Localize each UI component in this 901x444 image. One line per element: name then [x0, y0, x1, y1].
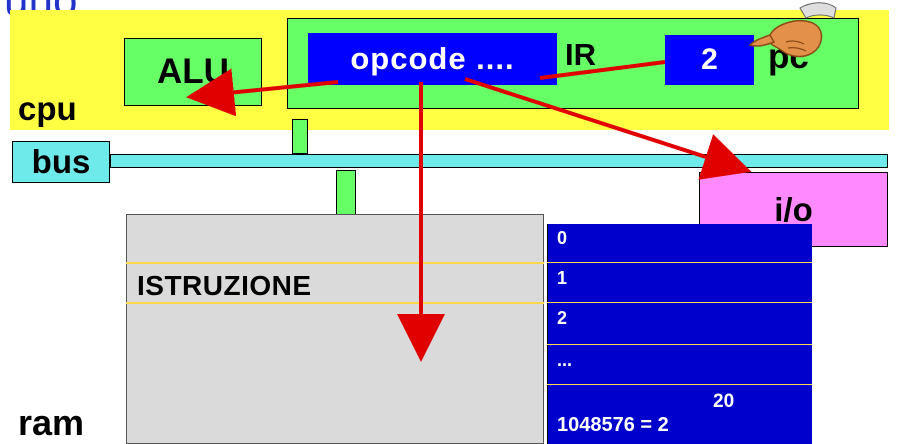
ram-cell-divider: [126, 302, 544, 304]
address-exponent: 20: [713, 391, 734, 413]
ram-label: ram: [18, 402, 84, 444]
address-divider: [547, 384, 812, 385]
ir-label: IR: [565, 37, 596, 73]
ram-block: [126, 214, 544, 444]
alu-box: ALU: [124, 38, 262, 106]
address-row: 0: [547, 228, 812, 258]
address-divider: [547, 344, 812, 345]
address-row: ...: [547, 350, 812, 380]
bus-label-box: bus: [12, 141, 110, 183]
address-row: 1: [547, 268, 812, 298]
address-row: 2: [547, 308, 812, 338]
cpu-bus-connector: [292, 119, 308, 154]
ram-cell-divider: [126, 262, 544, 264]
program-counter-box: 2: [665, 35, 754, 85]
address-divider: [547, 302, 812, 303]
address-divider: [547, 262, 812, 263]
cpu-label: cpu: [18, 90, 77, 128]
pointing-hand-icon: [748, 0, 840, 70]
max-address-label: 1048576 = 2: [557, 414, 669, 437]
opcode-box: opcode ....: [308, 33, 557, 85]
bus-line: [110, 154, 888, 168]
instruction-cell-label: ISTRUZIONE: [137, 270, 312, 302]
bus-ram-connector: [336, 170, 356, 215]
